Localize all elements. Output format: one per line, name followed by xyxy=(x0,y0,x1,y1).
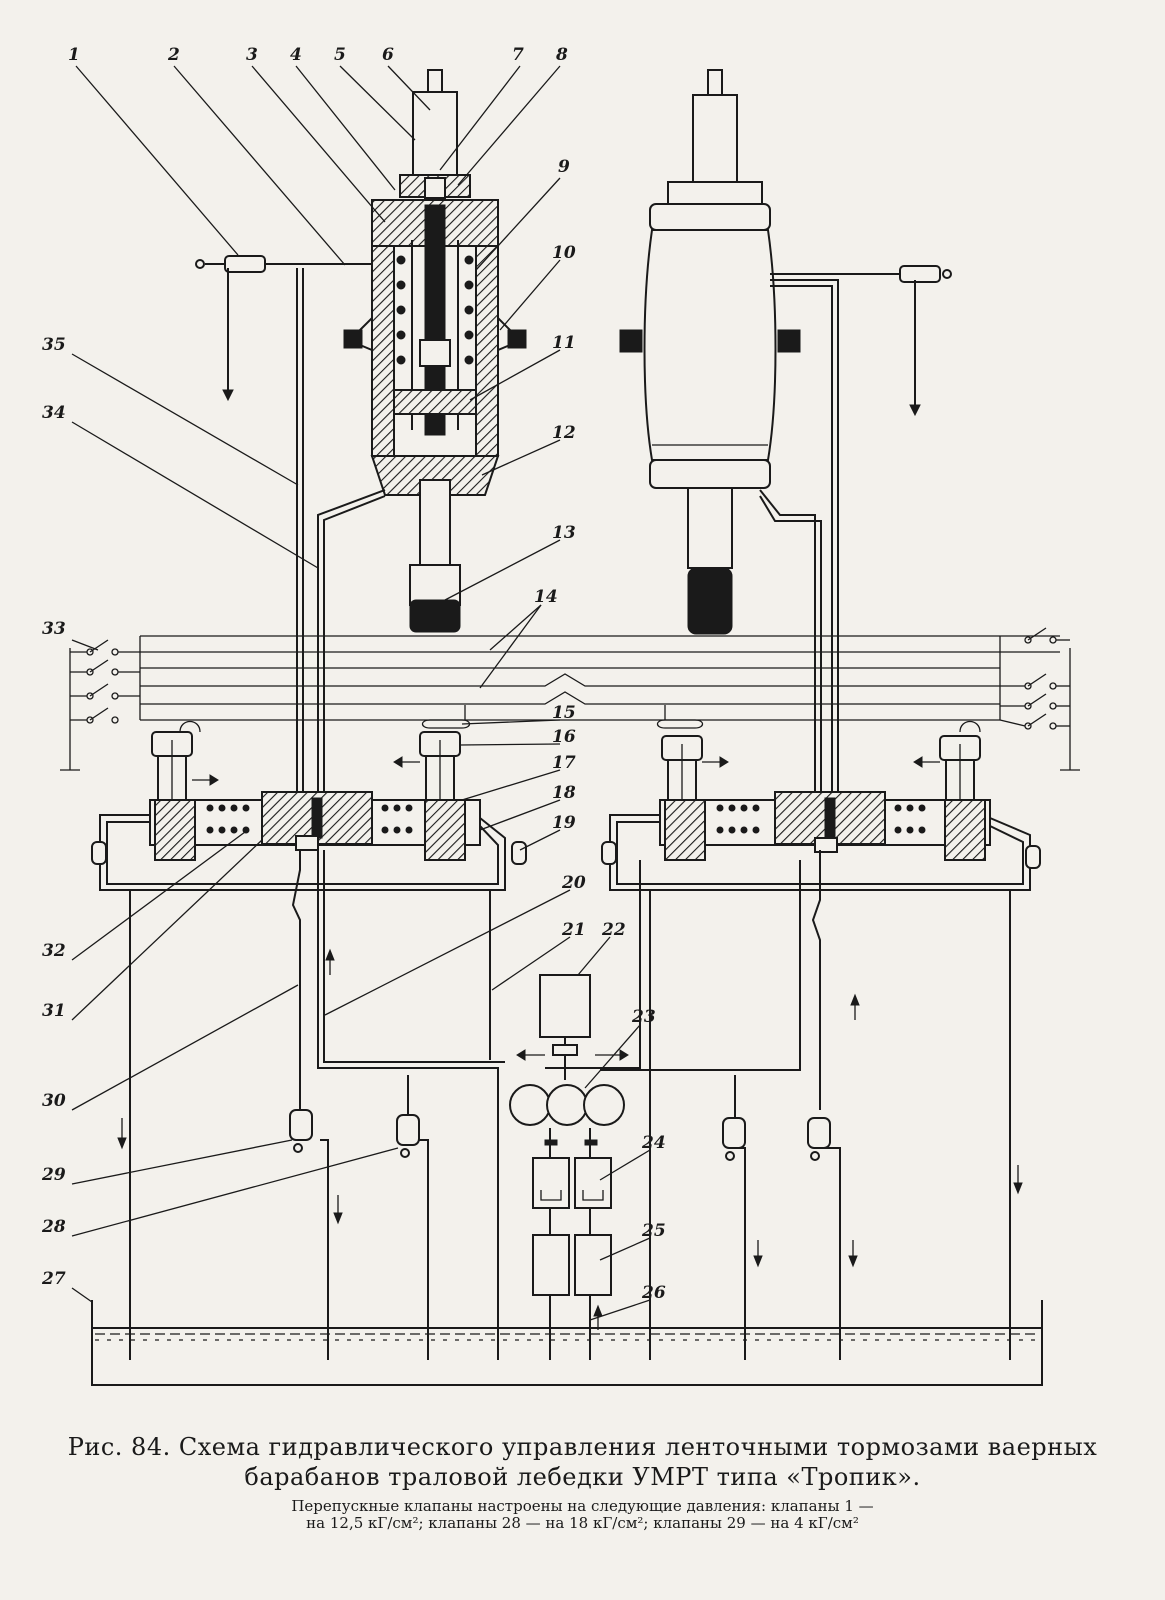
label-29: 29 xyxy=(41,1165,66,1185)
label-18: 18 xyxy=(552,783,576,803)
switches-33-left xyxy=(70,639,140,724)
label-12: 12 xyxy=(552,423,576,443)
caption-note: Перепускные клапаны настроены на следующ… xyxy=(0,1498,1165,1532)
balls-left xyxy=(206,804,413,834)
pump-group xyxy=(509,974,629,1360)
label-24: 24 xyxy=(641,1133,666,1153)
balls-right xyxy=(716,804,926,834)
distributor-right xyxy=(659,791,991,861)
caption-title-line-1: Рис. 84. Схема гидравлического управлени… xyxy=(67,1433,1098,1461)
caption-note-line-2: на 12,5 кГ/см²; клапаны 28 — на 18 кГ/см… xyxy=(306,1514,859,1532)
label-17: 17 xyxy=(552,753,576,773)
solenoid-group xyxy=(151,705,981,806)
supply-pipes-left xyxy=(296,268,386,792)
solenoid-right-b xyxy=(913,735,981,806)
hydraulic-brake-control-schematic: 1 2 3 4 5 6 7 8 9 10 11 12 13 14 15 16 1… xyxy=(41,45,1080,1386)
caption-note-line-1: Перепускные клапаны настроены на следующ… xyxy=(291,1497,874,1515)
right-brake-cylinder xyxy=(619,69,801,635)
caption-title-line-2: барабанов траловой лебедки УМРТ типа «Тр… xyxy=(244,1463,921,1491)
label-5: 5 xyxy=(334,45,346,65)
left-brake-cylinder xyxy=(343,69,527,633)
label-1: 1 xyxy=(68,45,80,65)
oil-tank xyxy=(91,1300,1043,1386)
vertical-lines-right xyxy=(545,850,1011,1360)
label-30: 30 xyxy=(42,1091,66,1111)
label-20: 20 xyxy=(561,873,586,893)
distributor-left xyxy=(149,791,481,861)
vertical-lines-left xyxy=(129,850,505,1360)
spring-coils xyxy=(396,255,474,365)
label-10: 10 xyxy=(552,243,576,263)
leader-lines xyxy=(71,65,651,1321)
label-28: 28 xyxy=(41,1217,66,1237)
electric-lines xyxy=(60,635,1080,771)
label-11: 11 xyxy=(552,333,576,353)
relief-valves-28-29 xyxy=(289,1109,831,1161)
label-19: 19 xyxy=(552,813,576,833)
label-6: 6 xyxy=(382,45,394,65)
label-14: 14 xyxy=(534,587,558,607)
label-25: 25 xyxy=(641,1221,666,1241)
figure-caption: Рис. 84. Схема гидравлического управлени… xyxy=(0,1432,1165,1532)
label-22: 22 xyxy=(601,920,626,940)
label-23: 23 xyxy=(631,1007,656,1027)
supply-pipes-right xyxy=(759,279,839,792)
label-9: 9 xyxy=(558,157,570,177)
solenoid-right-a xyxy=(661,735,729,806)
relief-valve-1-right xyxy=(770,265,952,417)
label-3: 3 xyxy=(246,45,258,65)
label-4: 4 xyxy=(290,45,302,65)
solenoid-left-a xyxy=(151,731,219,802)
relief-valve-1-left xyxy=(195,255,372,402)
callout-numbers: 1 2 3 4 5 6 7 8 9 10 11 12 13 14 15 16 1… xyxy=(41,45,666,1303)
caption-title: Рис. 84. Схема гидравлического управлени… xyxy=(0,1432,1165,1492)
label-21: 21 xyxy=(561,920,586,940)
label-2: 2 xyxy=(167,45,180,65)
label-32: 32 xyxy=(42,941,66,961)
label-33: 33 xyxy=(42,619,66,639)
label-7: 7 xyxy=(512,45,524,65)
label-35: 35 xyxy=(42,335,66,355)
label-16: 16 xyxy=(552,727,576,747)
solenoid-left-b xyxy=(393,731,461,802)
label-26: 26 xyxy=(641,1283,666,1303)
label-15: 15 xyxy=(552,703,576,723)
label-8: 8 xyxy=(555,45,568,65)
label-27: 27 xyxy=(41,1269,66,1289)
label-34: 34 xyxy=(42,403,66,423)
label-13: 13 xyxy=(552,523,576,543)
flow-arrows xyxy=(117,948,1023,1330)
switches-33-right xyxy=(999,627,1070,730)
label-31: 31 xyxy=(42,1001,66,1021)
